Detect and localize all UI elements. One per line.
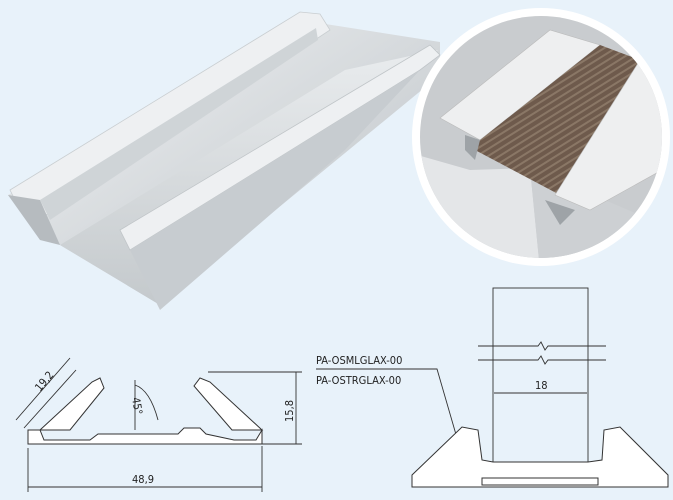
profile-extrusion-photo bbox=[8, 11, 441, 310]
part-code-2: PA-OSTRGLAX-00 bbox=[316, 374, 401, 387]
height-label: 15,8 bbox=[283, 400, 296, 422]
installation-detail-photo bbox=[412, 8, 670, 266]
gap-width-label: 18 bbox=[535, 379, 548, 392]
installation-drawing: PA-OSMLGLAX-00 PA-OSTRGLAX-00 18 bbox=[316, 287, 669, 488]
leg-length-label: 19,2 bbox=[32, 369, 56, 394]
width-label: 48,9 bbox=[132, 473, 154, 486]
part-code-1: PA-OSMLGLAX-00 bbox=[316, 354, 402, 367]
cross-section-drawing: 19,2 45° 15,8 48,9 bbox=[15, 357, 302, 492]
angle-label: 45° bbox=[129, 396, 145, 416]
